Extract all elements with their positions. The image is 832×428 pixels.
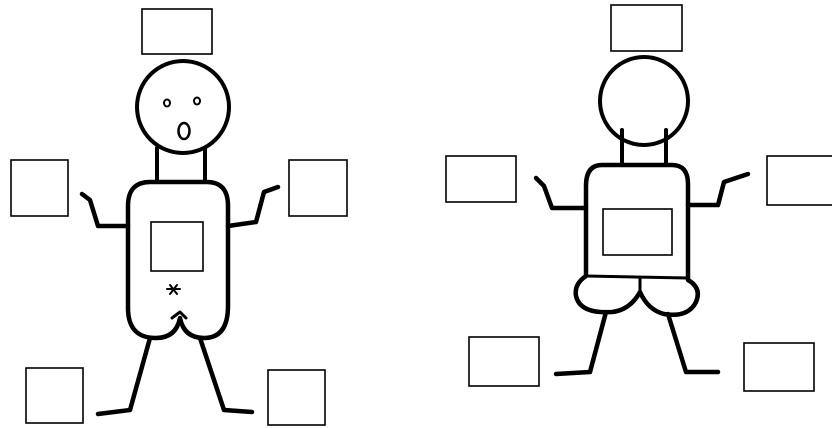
- figure-1-navel-mark: [167, 285, 180, 294]
- figure-2-right-foot-label-box[interactable]: [744, 343, 814, 391]
- figure-1-right-hand-label-box[interactable]: [289, 160, 347, 216]
- figure-1-right-eye: [194, 98, 200, 105]
- figure-2-neck: [622, 130, 666, 165]
- figure-1-left-eye: [164, 100, 170, 107]
- figure-2-chest-label-box[interactable]: [603, 209, 672, 255]
- figure-1-left-arm: [82, 194, 128, 226]
- figure-2-left-hand-label-box[interactable]: [446, 156, 516, 202]
- figure-with-face: [11, 9, 347, 425]
- figure-1-left-foot-label-box[interactable]: [26, 368, 83, 423]
- figure-1-face: [164, 98, 200, 140]
- figure-1-mouth: [179, 123, 190, 139]
- figure-2-right-arm: [688, 174, 748, 205]
- figure-1-head-label-box[interactable]: [142, 9, 212, 54]
- figure-1-left-leg: [98, 338, 150, 414]
- figure-2-head: [600, 57, 688, 145]
- figure-2-head-label-box[interactable]: [611, 5, 682, 51]
- figure-1-right-arm: [228, 187, 278, 226]
- figure-1-chest-label-box[interactable]: [151, 222, 203, 271]
- figure-2-left-leg: [556, 312, 606, 374]
- figure-2-hip-line: [586, 276, 688, 292]
- figure-2-right-hand-label-box[interactable]: [767, 156, 832, 205]
- figure-without-face: [446, 5, 832, 391]
- figure-1-right-foot-label-box[interactable]: [268, 370, 325, 425]
- figure-1-left-hand-label-box[interactable]: [11, 160, 68, 216]
- figure-1-right-leg: [200, 338, 252, 412]
- figure-2-left-foot-label-box[interactable]: [469, 337, 539, 386]
- figure-2-right-leg: [668, 314, 718, 372]
- figure-2-left-arm: [536, 178, 586, 208]
